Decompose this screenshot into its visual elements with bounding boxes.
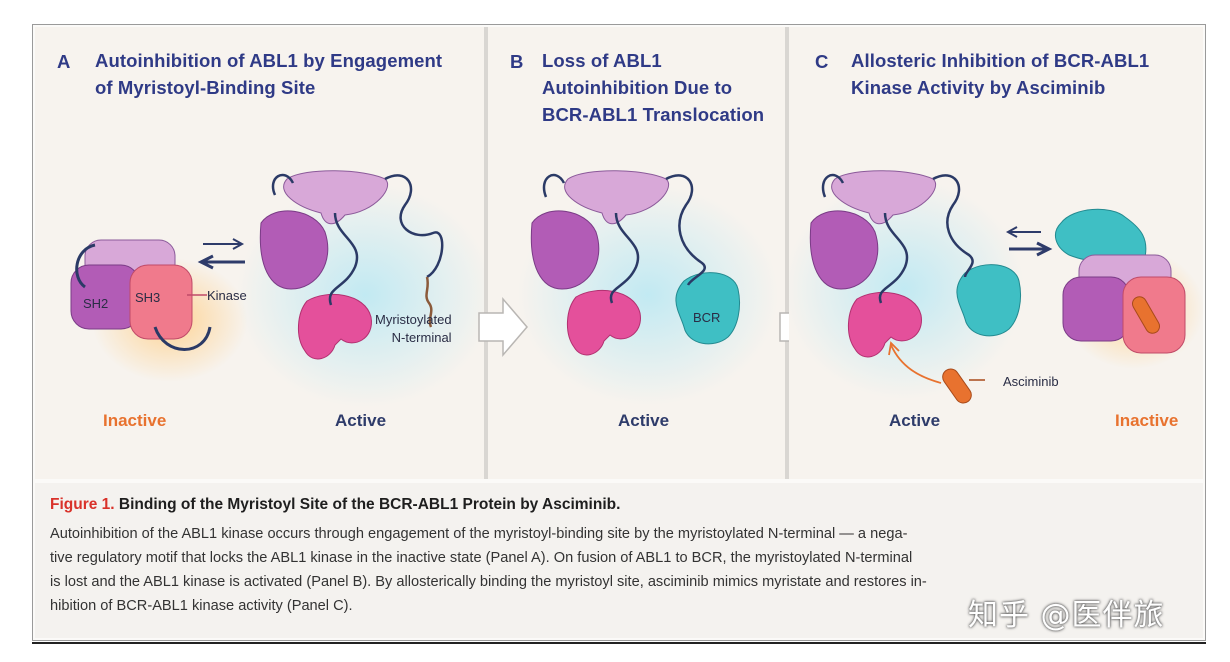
bottom-rule <box>32 642 1206 644</box>
caption-title: Figure 1. Binding of the Myristoyl Site … <box>50 496 620 514</box>
panel-b-linker <box>542 173 706 304</box>
equilibrium-arrow-back <box>197 254 245 270</box>
inactive-linker <box>75 243 212 351</box>
panel-a-title-line-1: Autoinhibition of ABL1 by Engagement <box>95 50 443 71</box>
panel-b-illustration <box>518 170 778 405</box>
inhibition-arrow-forward <box>1009 241 1053 257</box>
panel-c-kinase <box>848 292 922 358</box>
myristoylated-label: Myristoylated N-terminal <box>375 311 452 347</box>
panel-c-asciminib-bound <box>1132 296 1160 334</box>
panel-b-title-line-3: BCR-ABL1 Translocation <box>542 104 765 125</box>
panel-a-title-line-2: of Myristoyl-Binding Site <box>95 77 316 98</box>
panel-b-title: Loss of ABL1 Autoinhibition Due to BCR-A… <box>542 47 764 128</box>
panel-b-sh2 <box>530 210 600 290</box>
figure-label: Figure 1. <box>50 496 115 513</box>
panel-b-state-active: Active <box>618 411 670 430</box>
panel-b-title-line-2: Autoinhibition Due to <box>542 77 733 98</box>
caption-line-4: hibition of BCR-ABL1 kinase activity (Pa… <box>50 598 353 614</box>
watermark: 知乎 @医伴旅 <box>968 598 1165 633</box>
transition-arrow-ab <box>478 296 528 358</box>
panel-c-title-line-1: Allosteric Inhibition of BCR-ABL1 <box>851 50 1150 71</box>
panel-c-sh2 <box>809 210 879 290</box>
panel-a-illustration <box>70 170 484 407</box>
panel-a-state-inactive: Inactive <box>103 411 167 430</box>
active-kinase <box>298 294 372 360</box>
panel-c: C Allosteric Inhibition of BCR-ABL1 Kina… <box>789 27 1203 479</box>
equilibrium-arrow-forward <box>203 238 245 250</box>
panel-c-illustration <box>789 170 1203 404</box>
active-sh3 <box>283 170 388 225</box>
separator-ab <box>484 27 488 479</box>
active-sh2 <box>259 210 329 290</box>
caption-title-text: Binding of the Myristoyl Site of the BCR… <box>118 496 621 513</box>
myristoylated-label-line-2: N-terminal <box>391 330 452 345</box>
asciminib-molecule <box>942 368 972 404</box>
panel-b-kinase <box>567 290 641 356</box>
panel-b-letter: B <box>510 51 524 72</box>
caption-line-3: is lost and the ABL1 kinase is activated… <box>50 574 927 590</box>
panel-c-state-active: Active <box>889 411 941 430</box>
panel-b-bcr <box>675 272 741 345</box>
panel-c-linker <box>821 173 974 304</box>
panel-a-title: Autoinhibition of ABL1 by Engagement of … <box>95 47 442 101</box>
separator-bc <box>785 27 789 479</box>
panel-c-title-line-2: Kinase Activity by Asciminib <box>851 77 1106 98</box>
asciminib-label: Asciminib <box>1003 374 1059 389</box>
panel-a: A Autoinhibition of ABL1 by Engagement o… <box>35 27 484 479</box>
panel-a-letter: A <box>57 51 71 72</box>
bcr-label: BCR <box>693 310 721 325</box>
kinase-label: Kinase <box>207 288 247 303</box>
caption-body: Autoinhibition of the ABL1 kinase occurs… <box>50 522 1200 618</box>
myristoylated-label-line-1: Myristoylated <box>375 312 452 327</box>
panel-c-bcr <box>956 264 1022 337</box>
panel-b: B Loss of ABL1 Autoinhibition Due to BCR… <box>488 27 785 479</box>
caption-line-1: Autoinhibition of the ABL1 kinase occurs… <box>50 526 908 542</box>
caption-area <box>35 483 1203 638</box>
panel-b-sh3 <box>564 170 669 225</box>
panel-c-title: Allosteric Inhibition of BCR-ABL1 Kinase… <box>851 47 1149 101</box>
panel-c-state-inactive: Inactive <box>1115 411 1179 430</box>
myristoyl-tail <box>425 276 433 328</box>
sh2-label: SH2 <box>83 296 109 311</box>
panel-c-sh3 <box>831 170 936 225</box>
panel-c-sh2-inactive <box>1062 276 1130 342</box>
active-linker <box>271 173 444 306</box>
sh3-label: SH3 <box>135 290 161 305</box>
caption-line-2: tive regulatory motif that locks the ABL… <box>50 550 913 566</box>
panel-b-title-line-1: Loss of ABL1 <box>542 50 662 71</box>
figure-frame: A Autoinhibition of ABL1 by Engagement o… <box>32 24 1206 641</box>
panel-a-state-active: Active <box>335 411 387 430</box>
panel-c-letter: C <box>815 51 829 72</box>
asciminib-approach-arrow <box>888 341 942 384</box>
inhibition-arrow-back <box>1005 226 1041 238</box>
